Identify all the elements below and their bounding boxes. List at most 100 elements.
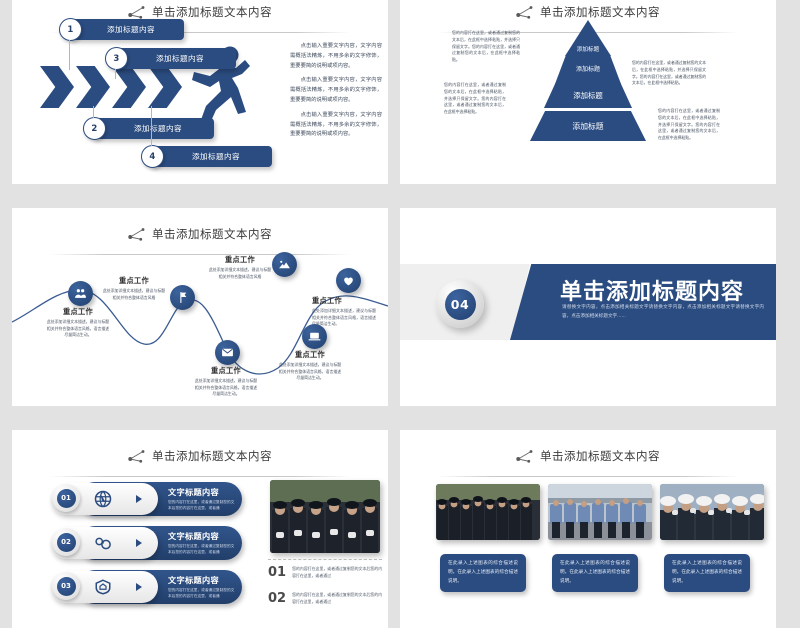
list-item-badge-02: 02: [52, 528, 80, 556]
slide-pyramid[interactable]: 单击添加标题文本内容 添加标题 添加标题 添加标题 添加标题 您的内容打在这里，…: [400, 0, 776, 184]
slide-list-photo[interactable]: 单击添加标题文本内容 01 文字标题内容 您的内容打在这里，或者通过复制您的文本…: [12, 430, 388, 628]
pyramid-note-1: 您的内容打在这里，或者通过复制您的文本后，在此框中选择粘贴，并选择只保留文字。您…: [452, 30, 520, 63]
wave-text-6: 重点工作 此处添加详细文本描述，建议与标题相关并符合整体语言风格，语言描述尽量简…: [278, 350, 342, 382]
list-item-number-03: 03: [56, 576, 76, 596]
list-item-desc-03: 您的内容打在这里，或者通过复制您的文本后您的内容打在这里，或者通: [168, 588, 235, 599]
pyramid-note-2: 您的内容打在这里，或者通过复制您的文本后，在此框中选择粘贴，并选择只保留文字。您…: [444, 82, 506, 115]
chevron-3: [112, 66, 146, 108]
wave-desc-2: 此处添加详细文本描述，建议与标题相关并符合整体语言风格: [102, 288, 166, 300]
wave-title-4: 重点工作: [312, 296, 342, 305]
wave-text-1: 重点工作 此处添加详细文本描述，建议与标题相关并符合整体语言风格，语言描述尽量简…: [46, 307, 110, 339]
list-item-01[interactable]: 01 文字标题内容 您的内容打在这里，或者通过复制您的文本后您的内容打在这里，或…: [50, 482, 242, 516]
list-item-badge-01: 01: [52, 484, 80, 512]
body-paragraph-1: 点击输入重要文字内容，文字内容需概括法精炼，不用多余的文字修饰，重要要简的说明或…: [290, 43, 382, 69]
note-row-01: 01 您的内容打在这里，或者通过复制您的文本后您的内容打在这里，或者通过: [268, 566, 382, 579]
list-item-number-01: 01: [56, 488, 76, 508]
chevron-4: [148, 66, 182, 108]
list-item-badge-03: 03: [52, 572, 80, 600]
photo-graphic: [548, 484, 652, 540]
flag-icon: [180, 292, 187, 303]
wave-node-6[interactable]: [302, 324, 327, 349]
list-item-arrow-03: [136, 583, 142, 591]
pyramid-tier-3[interactable]: 添加标题: [544, 83, 632, 108]
wave-node-4[interactable]: [336, 268, 361, 293]
slide-header: 单击添加标题文本内容: [12, 224, 388, 258]
section-number-badge: 04: [436, 280, 484, 328]
stem-1: [69, 40, 70, 70]
photo-graphic: [660, 484, 764, 540]
pyramid-note-4: 您的内容打在这里，或者通过复制您的文本后，在此框中选择粘贴，并选择只保留文字。您…: [658, 108, 720, 141]
wave-text-2: 重点工作 此处添加详细文本描述，建议与标题相关并符合整体语言风格: [102, 276, 166, 301]
slide-title: 单击添加标题文本内容: [152, 227, 272, 241]
node-cluster-icon: [128, 6, 145, 19]
wave-title-6: 重点工作: [295, 350, 325, 359]
list-item-03[interactable]: 03 文字标题内容 您的内容打在这里，或者通过复制您的文本后您的内容打在这里，或…: [50, 570, 242, 604]
list-item-desc-01: 您的内容打在这里，或者通过复制您的文本后您的内容打在这里，或者通: [168, 500, 235, 511]
list-item-arrow-02: [136, 539, 142, 547]
section-title: 单击添加标题内容: [560, 280, 745, 305]
slide-section-divider[interactable]: 04 单击添加标题内容 请替换文字内容，点击添加相关标题文字请替换文字内容，点击…: [400, 208, 776, 406]
wave-desc-5: 此处添加详细文本描述，建议与标题相关并符合整体语言风格，语言描述尽量简洁生动。: [194, 378, 258, 397]
wave-title-5: 重点工作: [211, 366, 241, 375]
photo-graphic: [270, 480, 380, 553]
wave-title-1: 重点工作: [63, 307, 93, 316]
wave-node-1[interactable]: [68, 281, 93, 306]
header-divider: [50, 476, 350, 477]
node-cluster-icon: [128, 228, 145, 241]
body-paragraph-2: 点击输入重要文字内容，文字内容需概括法精炼，不用多余的文字修饰，重要要简的说明或…: [290, 77, 382, 103]
pyramid-tier-4[interactable]: 添加标题: [530, 111, 646, 141]
chevron-1: [40, 66, 74, 108]
list-item-title-01: 文字标题内容: [168, 487, 219, 497]
wave-node-5[interactable]: [215, 340, 240, 365]
step-number-4: 4: [141, 145, 164, 168]
laptop-icon: [308, 332, 321, 341]
wave-desc-1: 此处添加详细文本描述，建议与标题相关并符合整体语言风格，语言描述尽量简洁生动。: [46, 319, 110, 338]
police-formation-photo: [270, 480, 380, 553]
section-number: 04: [444, 288, 476, 320]
step-label-1[interactable]: 1 添加标题内容: [59, 18, 184, 41]
photo-divider: [268, 559, 382, 560]
slide-title: 单击添加标题文本内容: [540, 5, 660, 19]
list-item-02[interactable]: 02 文字标题内容 您的内容打在这里，或者通过复制您的文本后您的内容打在这里，或…: [50, 526, 242, 560]
step-text-1: 添加标题内容: [107, 25, 155, 34]
wave-node-2[interactable]: [170, 285, 195, 310]
police-line-photo: [436, 484, 540, 540]
slide-three-photos[interactable]: 单击添加标题文本内容: [400, 430, 776, 628]
list-item-text-02: 文字标题内容 您的内容打在这里，或者通过复制您的文本后您的内容打在这里，或者通: [168, 530, 238, 555]
stem-2: [93, 106, 94, 118]
list-item-title-02: 文字标题内容: [168, 531, 219, 541]
step-number-1: 1: [59, 18, 82, 41]
template-preview-grid: 单击添加标题文本内容 1 添加标题内容 3 添加标题内容 2 添加标题内: [12, 0, 776, 628]
wave-title-2: 重点工作: [119, 276, 149, 285]
step-label-4[interactable]: 4 添加标题内容: [141, 145, 272, 168]
wave-text-4: 重点工作 此处添加详细文本描述，建议与标题相关并符合整体语言风格，语言描述尽量简…: [312, 296, 376, 328]
slide-wave[interactable]: 单击添加标题文本内容 重点工作 此处添加详细文本描述，建议与标题相关并符合整体语…: [12, 208, 388, 406]
handshake-icon: [344, 277, 353, 286]
slide-arrows[interactable]: 单击添加标题文本内容 1 添加标题内容 3 添加标题内容 2 添加标题内: [12, 0, 388, 184]
police-salute-photo: [660, 484, 764, 540]
photo-caption-2: 在此录入上述图表的综合描述说明，在此录入上述图表的综合描述说明。: [552, 554, 638, 592]
section-subtitle: 请替换文字内容，点击添加相关标题文字请替换文字内容，点击添加相关标题文字请替换文…: [562, 305, 764, 319]
stem-4: [151, 106, 152, 146]
step-label-2[interactable]: 2 添加标题内容: [83, 117, 214, 140]
list-item-desc-02: 您的内容打在这里，或者通过复制您的文本后您的内容打在这里，或者通: [168, 544, 235, 555]
chevron-2: [76, 66, 110, 108]
pyramid-tier-2[interactable]: 添加标题: [555, 56, 621, 84]
photo-graphic: [436, 484, 540, 540]
envelope-icon: [222, 348, 233, 357]
wave-node-3[interactable]: [272, 252, 297, 277]
slide-title: 单击添加标题文本内容: [152, 5, 272, 19]
step-label-3[interactable]: 3 添加标题内容: [105, 47, 236, 70]
note-desc-02: 您的内容打在这里，或者通过复制您的文本后您的内容打在这里，或者通过: [292, 592, 382, 604]
pyramid-chart: 添加标题 添加标题 添加标题 添加标题: [528, 20, 648, 144]
pyramid-tier-1[interactable]: 添加标题: [565, 20, 611, 56]
list-item-arrow-01: [136, 495, 142, 503]
wave-text-3: 重点工作 此处添加详细文本描述，建议与标题相关并符合整体语言风格: [208, 255, 272, 280]
slide-header: 单击添加标题文本内容: [12, 446, 388, 480]
people-icon: [75, 289, 86, 298]
header-divider: [50, 254, 350, 255]
list-item-number-02: 02: [56, 532, 76, 552]
pyramid-note-3: 您的内容打在这里，或者通过复制您的文本后，在此框中选择粘贴，并选择只保留文字。您…: [632, 60, 706, 86]
police-march-photo: [548, 484, 652, 540]
section-blue-banner: [510, 264, 776, 340]
